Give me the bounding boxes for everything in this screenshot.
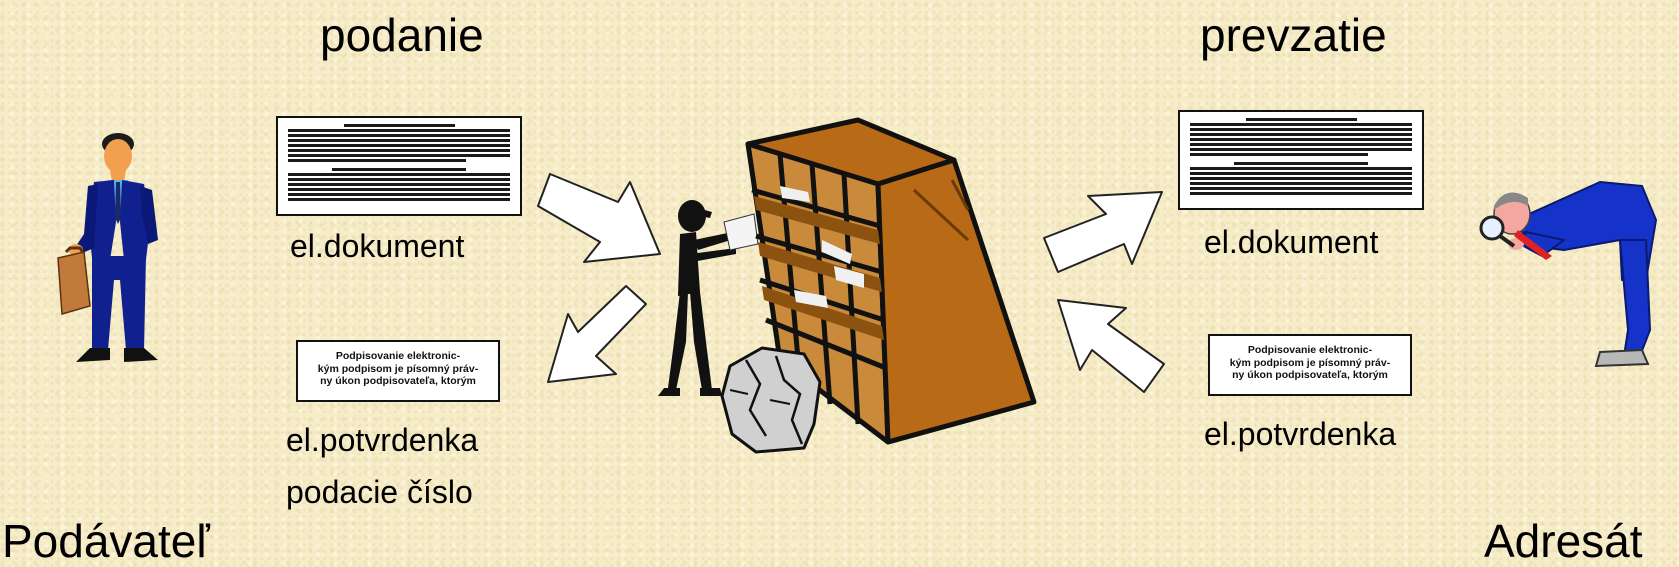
receipt-heading: prevzatie [1200, 9, 1387, 61]
businessman-icon [57, 133, 158, 362]
left-confirmation-caption: el.potvrdenka [286, 422, 479, 458]
confirmation-line-3: ny úkon podpisovateľa, ktorým [1232, 369, 1388, 382]
electronic-document-left [276, 116, 522, 216]
right-document-caption: el.dokument [1204, 224, 1379, 260]
confirmation-line-1: Podpisovanie elektronic- [1247, 344, 1373, 356]
inspector-magnifier-icon [1479, 181, 1657, 368]
left-document-caption: el.dokument [290, 228, 465, 264]
arrow-to-recipient [1043, 191, 1163, 273]
sender-label: Podávateľ [2, 515, 210, 567]
confirmation-line-2: kým podpisom je písomný práv- [1229, 356, 1391, 369]
pigeonhole-cabinet-icon [745, 117, 1037, 445]
postal-worker-icon [658, 200, 759, 396]
confirmation-line-3: ny úkon podpisovateľa, ktorým [320, 375, 476, 388]
confirmation-line-1: Podpisovanie elektronic- [335, 350, 461, 362]
crumpled-paper-icon [720, 346, 822, 454]
confirmation-line-2: kým podpisom je písomný práv- [317, 362, 479, 375]
recipient-label: Adresát [1484, 515, 1643, 567]
submission-heading: podanie [320, 9, 484, 61]
confirmation-note-right: Podpisovanie elektronic- kým podpisom je… [1208, 334, 1412, 396]
arrow-from-recipient [1057, 299, 1165, 393]
right-confirmation-caption: el.potvrdenka [1204, 416, 1397, 452]
electronic-document-right [1178, 110, 1424, 210]
submission-number-caption: podacie číslo [286, 474, 473, 510]
arrow-to-post-office [537, 173, 661, 263]
arrow-to-sender [547, 285, 647, 383]
confirmation-note-left: Podpisovanie elektronic- kým podpisom je… [296, 340, 500, 402]
